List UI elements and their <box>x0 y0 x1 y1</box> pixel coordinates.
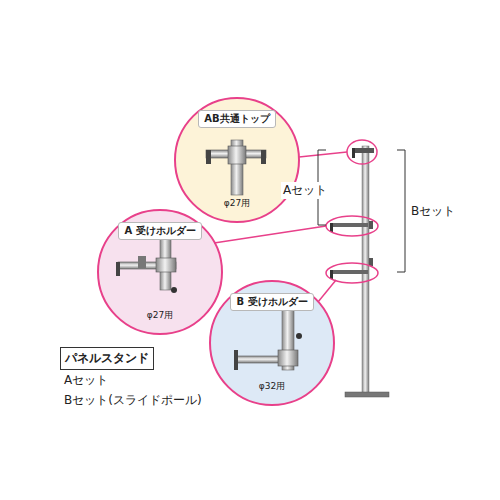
diameter-note: φ32用 <box>259 380 285 393</box>
callout-circle: B 受けホルダー φ32用 <box>210 281 334 405</box>
part-name: AB共通トップ <box>198 110 275 128</box>
part-name: A 受けホルダー <box>118 222 201 240</box>
set-label: Aセット <box>62 372 110 389</box>
set-label: Aセット <box>281 182 329 199</box>
callout-circle: AB共通トップ φ27用 <box>175 98 299 222</box>
part-name: B 受けホルダー <box>230 293 313 311</box>
set-label: Bセット <box>409 203 457 220</box>
title-box: パネルスタンド <box>60 347 154 370</box>
callout-circle: A 受けホルダー φ27用 <box>98 210 222 334</box>
set-label: Bセット(スライドポール) <box>62 392 204 409</box>
diameter-note: φ27用 <box>147 309 173 322</box>
part-name: パネルスタンド <box>65 350 149 367</box>
diameter-note: φ27用 <box>224 197 250 210</box>
